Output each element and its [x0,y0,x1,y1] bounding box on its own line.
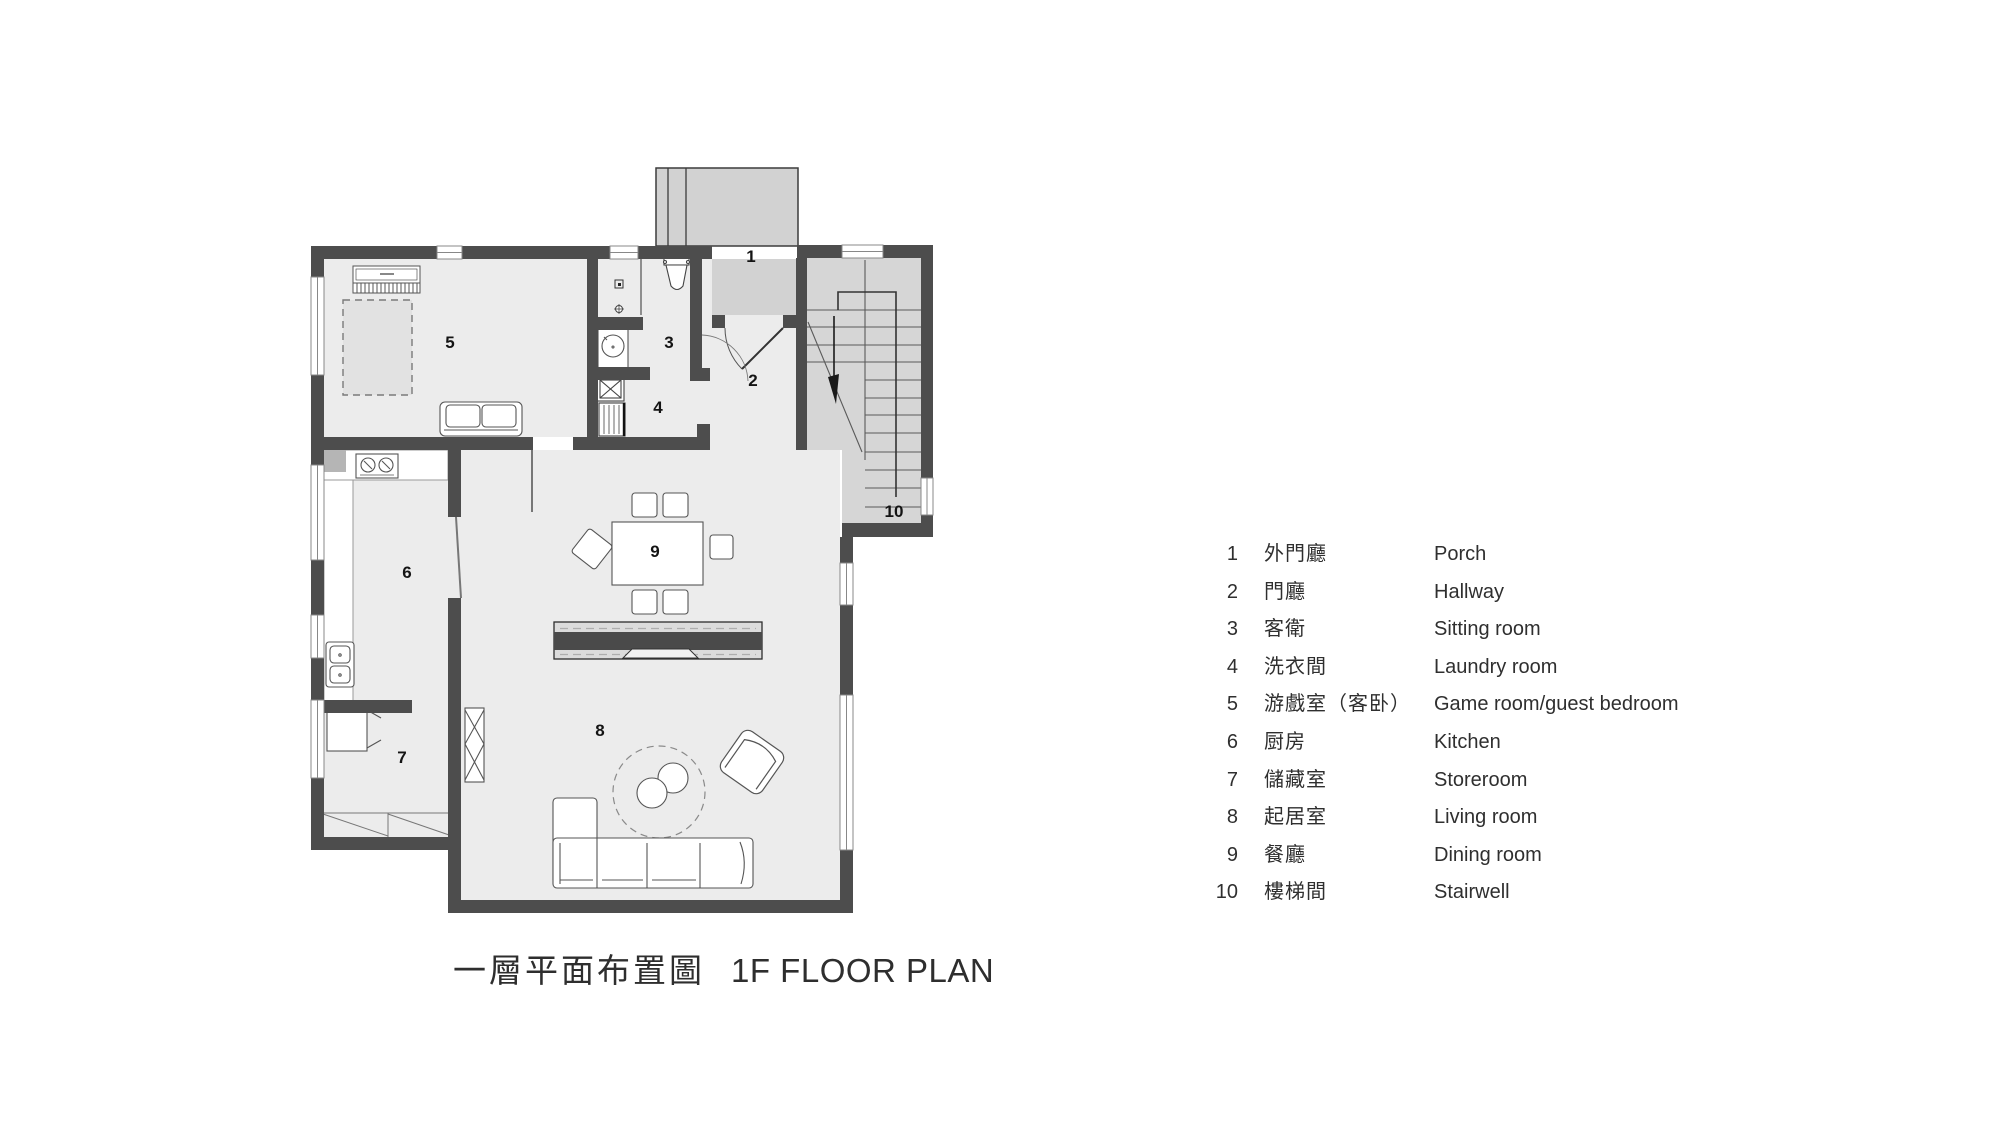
room-label-dining: 9 [650,542,659,561]
legend-en: Hallway [1434,580,1505,603]
dining-chair [662,492,689,518]
legend-zh: 儲藏室 [1264,768,1327,791]
entry-door [724,327,784,370]
dryer [598,402,626,437]
plan-title-zh: 一層平面布置圖 [453,952,705,989]
legend-zh: 餐廳 [1264,843,1306,866]
dining-chair [709,534,734,560]
room-label-porch: 1 [746,247,755,266]
storeroom-shelving [322,812,453,837]
tv [621,648,700,659]
kitchen-sink [325,641,355,688]
dining-set [571,492,734,615]
fridge [326,706,382,752]
legend-en: Laundry room [1434,655,1558,678]
stair-down-arrow [828,316,839,404]
legend-num: 1 [1226,543,1238,565]
window [839,562,854,606]
legend-zh: 洗衣間 [1264,655,1327,678]
legend-en: Sitting room [1434,618,1541,641]
legend-zh: 外門廳 [1264,543,1327,565]
room-labels: 1 2 3 4 5 6 7 8 9 10 [397,247,903,767]
stove [355,453,399,479]
legend-en: Porch [1434,543,1487,565]
legend-en: Kitchen [1434,730,1501,753]
room-label-stairwell: 10 [885,502,904,521]
window [841,244,884,259]
legend-num: 3 [1226,618,1238,641]
room-label-bath: 3 [664,333,673,352]
dining-chair [631,492,658,518]
legend-en: Stairwell [1434,881,1510,904]
toilet [662,257,691,291]
legend-num: 10 [1215,881,1238,904]
kitchen-door [455,516,462,599]
legend-num: 4 [1226,655,1238,678]
room-label-storeroom: 7 [397,748,406,767]
window [609,245,639,260]
legend-en: Game room/guest bedroom [1434,693,1679,716]
dining-chair [662,589,689,615]
legend-num: 6 [1226,730,1238,753]
room-label-gameroom: 5 [445,333,454,352]
legend-num: 7 [1226,768,1238,791]
legend-en: Dining room [1434,843,1542,866]
plan-title-en: 1F FLOOR PLAN [731,952,995,989]
legend-en: Living room [1434,806,1538,829]
hall-door-arc [701,334,749,382]
legend-zh: 起居室 [1264,806,1327,829]
piano [352,265,421,294]
room-label-kitchen: 6 [402,563,411,582]
window [310,464,325,561]
room-label-hallway: 2 [748,371,757,390]
dining-chair [631,589,658,615]
window [839,694,854,851]
legend-zh: 客衛 [1264,618,1306,641]
legend-en: Storeroom [1434,768,1528,791]
window [310,276,325,376]
kitchen-corner-block [324,450,346,472]
stairwell [807,258,921,523]
floor-plan-svg: 1 2 3 4 5 6 7 8 9 10 [310,167,934,913]
plan-title: 一層平面布置圖 1F FLOOR PLAN [453,944,994,992]
window [310,699,325,779]
dining-table [611,521,704,586]
legend-num: 9 [1226,843,1238,866]
room-label-laundry: 4 [653,398,663,417]
legend-zh: 游戲室（客卧） [1264,693,1411,716]
stair-treads [807,260,921,508]
shower-area [614,259,642,315]
loveseat-sofa [439,401,523,437]
legend-num: 2 [1226,580,1238,603]
tv-console [553,621,763,660]
legend: 1 外門廳 Porch 2 門廳 Hallway 3 客衛 Sitting ro… [1148,536,1679,912]
washing-machine [596,376,625,402]
legend-num: 5 [1226,693,1238,716]
legend-zh: 門廳 [1264,580,1306,603]
sectional-sofa [552,797,754,889]
dining-chair [571,528,613,570]
bed [342,299,413,396]
tall-cabinet [464,707,485,783]
armchair [719,729,785,795]
walls [311,245,933,913]
porch [655,167,799,315]
rug [612,745,706,839]
legend-zh: 厨房 [1264,730,1306,753]
window [436,245,463,260]
washbasin [597,323,629,369]
legend-num: 8 [1226,806,1238,829]
stair-railing [837,291,897,497]
window [920,477,934,516]
window [310,614,325,659]
windows [310,244,934,851]
legend-zh: 樓梯間 [1264,881,1327,904]
room-label-livingroom: 8 [595,721,604,740]
